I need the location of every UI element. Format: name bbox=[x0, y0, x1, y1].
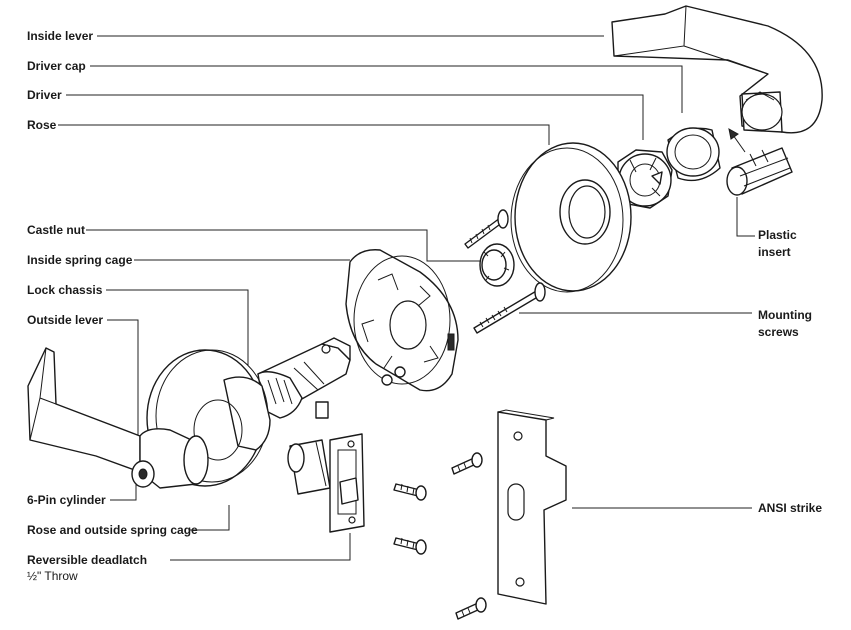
latch-screw-bottom bbox=[393, 537, 427, 555]
label-mounting-screws-2: screws bbox=[758, 325, 799, 339]
lock-chassis bbox=[257, 337, 351, 419]
latch-screw-top bbox=[393, 483, 427, 501]
label-driver: Driver bbox=[27, 88, 62, 102]
mounting-screw-bottom bbox=[473, 282, 546, 334]
label-rose-outside-spring-cage: Rose and outside spring cage bbox=[27, 523, 198, 537]
label-lock-chassis: Lock chassis bbox=[27, 283, 103, 297]
driver-cap bbox=[666, 127, 721, 182]
label-ansi-strike: ANSI strike bbox=[758, 501, 822, 515]
label-castle-nut: Castle nut bbox=[27, 223, 85, 237]
mounting-screw-top bbox=[464, 209, 509, 249]
label-plastic-insert-1: Plastic bbox=[758, 228, 797, 242]
insert-arrow bbox=[732, 134, 746, 153]
label-group: Inside lever Driver cap Driver Rose Cast… bbox=[27, 29, 822, 583]
rose bbox=[510, 142, 632, 293]
leader-lines bbox=[58, 35, 755, 561]
leader-plastic-insert bbox=[736, 197, 755, 237]
label-6-pin-cylinder: 6-Pin cylinder bbox=[27, 493, 106, 507]
label-outside-lever: Outside lever bbox=[27, 313, 103, 327]
leader-castle-nut bbox=[86, 229, 480, 262]
label-plastic-insert-2: insert bbox=[758, 245, 791, 259]
leader-6-pin-cylinder bbox=[110, 480, 137, 501]
plastic-insert bbox=[726, 147, 793, 196]
leader-driver-cap bbox=[90, 65, 683, 113]
insert-arrow-head bbox=[728, 128, 739, 140]
label-deadlatch-throw: ½" Throw bbox=[27, 569, 78, 583]
strike-screw-top bbox=[451, 452, 483, 475]
castle-nut bbox=[479, 243, 515, 287]
inside-spring-cage bbox=[345, 249, 459, 392]
ansi-strike bbox=[497, 409, 567, 605]
leader-lock-chassis bbox=[106, 289, 249, 365]
leader-driver bbox=[66, 94, 644, 140]
inside-lever bbox=[611, 5, 823, 134]
label-inside-lever: Inside lever bbox=[27, 29, 93, 43]
label-rose: Rose bbox=[27, 118, 57, 132]
label-mounting-screws-1: Mounting bbox=[758, 308, 812, 322]
leader-rose-outside bbox=[190, 505, 230, 531]
label-reversible-deadlatch: Reversible deadlatch bbox=[27, 553, 147, 567]
driver bbox=[617, 149, 673, 209]
reversible-deadlatch bbox=[287, 433, 365, 533]
strike-screw-bottom bbox=[455, 597, 487, 620]
label-inside-spring-cage: Inside spring cage bbox=[27, 253, 133, 267]
leader-rose bbox=[58, 124, 550, 145]
outside-lever bbox=[27, 347, 209, 489]
label-driver-cap: Driver cap bbox=[27, 59, 86, 73]
leader-deadlatch bbox=[170, 533, 351, 561]
leader-outside-lever bbox=[107, 319, 139, 472]
